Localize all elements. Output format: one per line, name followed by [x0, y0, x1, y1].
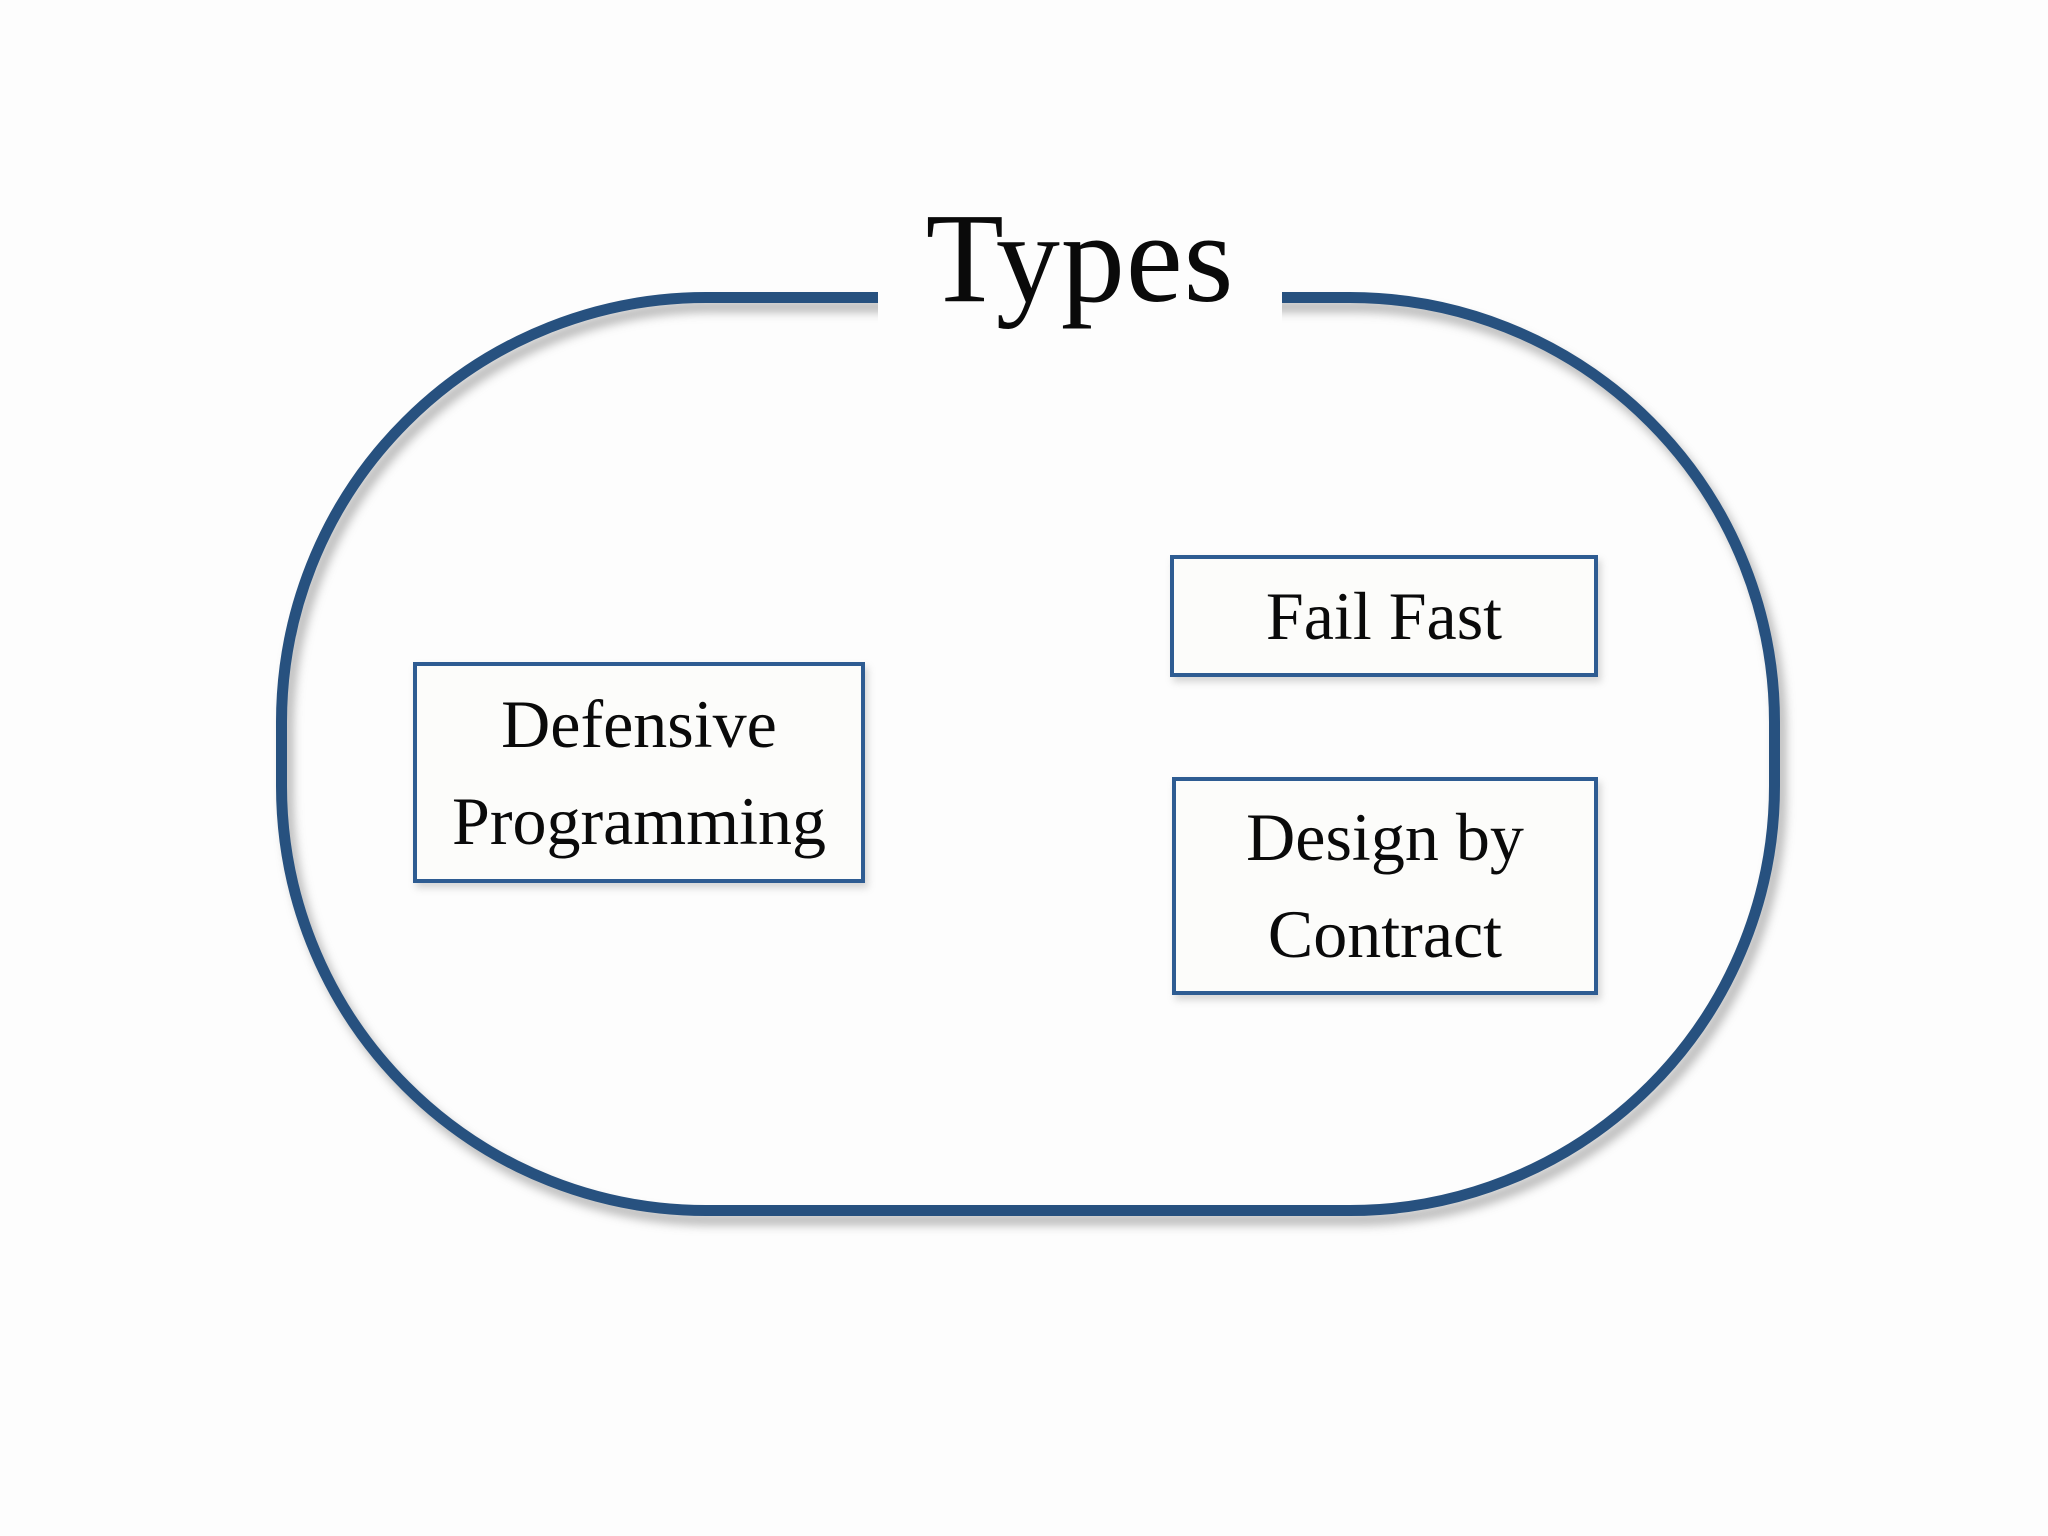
group-title: Types	[878, 158, 1282, 358]
box-label-line: Defensive	[501, 685, 777, 762]
box-label-line: Design by	[1246, 799, 1524, 876]
box-fail-fast: Fail Fast	[1170, 555, 1598, 677]
box-label-line: Fail Fast	[1265, 577, 1503, 654]
box-defensive-programming: Defensive Programming	[413, 662, 865, 883]
box-label-line: Programming	[452, 782, 826, 859]
box-label-line: Contract	[1267, 896, 1503, 972]
box-design-by-contract: Design by Contract	[1172, 777, 1598, 995]
